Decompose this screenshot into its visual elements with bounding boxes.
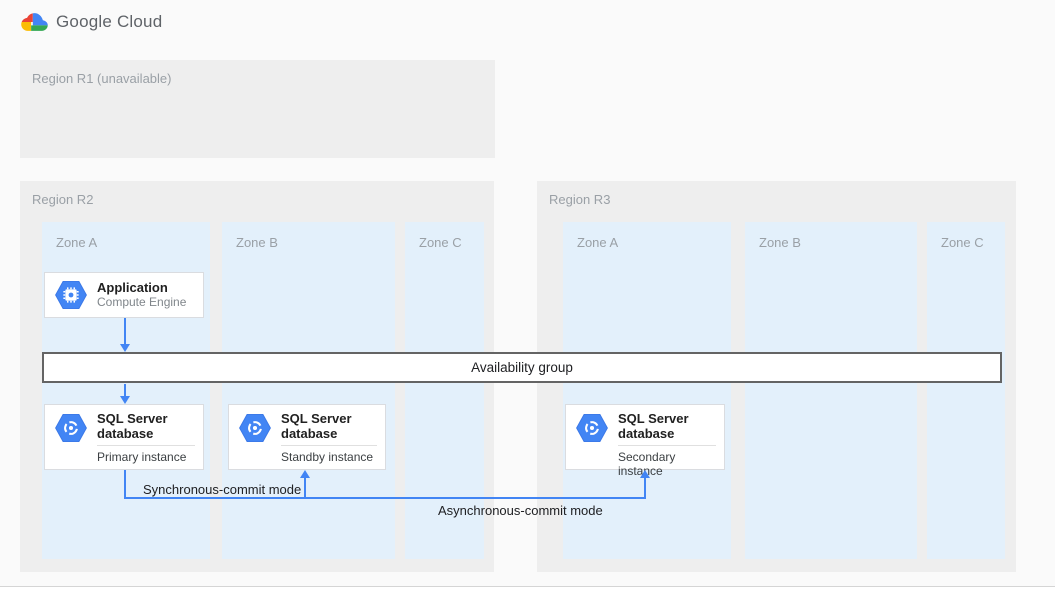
page-bottom-strip [0,587,1055,589]
region-r1-label: Region R1 (unavailable) [32,71,172,86]
arrowhead-up-icon [300,470,310,478]
async-commit-label: Asynchronous-commit mode [438,503,603,518]
sql-instance-label: Secondary instance [618,450,676,478]
card-divider [97,445,195,446]
region-r2-zone-b: Zone B [222,222,395,559]
region-r2-label: Region R2 [32,192,94,207]
sql-primary-card: SQL Server database Primary instance [44,404,204,470]
application-subtitle: Compute Engine [97,295,187,309]
arrowhead-down-icon [120,344,130,352]
logo-wordmark: Google Cloud [56,12,163,31]
connector-secondary-rise [644,477,646,498]
availability-group-label: Availability group [471,360,573,375]
google-cloud-logo: Google Cloud [21,11,162,33]
arrowhead-down-icon [120,396,130,404]
google-cloud-logo-icon [21,11,48,33]
sql-card-title: SQL Server database [97,411,168,441]
region-r3-zone-a: Zone A [563,222,731,559]
connector-primary-drop [124,470,126,499]
application-card: Application Compute Engine [44,272,204,318]
zone-label: Zone A [56,235,98,250]
sql-card-title: SQL Server database [618,411,689,441]
sql-standby-card: SQL Server database Standby instance [228,404,386,470]
connector-standby-rise [304,477,306,498]
sql-instance-label: Standby instance [281,450,374,464]
region-r1: Region R1 (unavailable) [20,60,495,158]
sql-database-icon [229,414,281,442]
sql-card-title: SQL Server database [281,411,352,441]
card-divider [618,445,716,446]
card-divider [281,445,377,446]
compute-engine-icon [45,281,97,309]
region-r3-label: Region R3 [549,192,611,207]
zone-label: Zone B [759,235,801,250]
arrowhead-up-icon [640,470,650,478]
sql-database-icon [45,414,97,442]
arrow-group-to-primary [124,384,126,396]
zone-label: Zone C [419,235,462,250]
zone-label: Zone A [577,235,619,250]
availability-group-bar: Availability group [42,352,1002,383]
application-title: Application [97,280,168,295]
zone-label: Zone B [236,235,278,250]
region-r3-zone-c: Zone C [927,222,1005,559]
page-bottom-border [0,586,1055,587]
region-r2-zone-c: Zone C [405,222,484,559]
sql-instance-label: Primary instance [97,450,187,464]
region-r3-zone-b: Zone B [745,222,917,559]
connector-horizontal [124,497,646,499]
arrow-app-to-group [124,318,126,345]
sql-database-icon [566,414,618,442]
zone-label: Zone C [941,235,984,250]
sync-commit-label: Synchronous-commit mode [143,482,302,497]
sql-secondary-card: SQL Server database Secondary instance [565,404,725,478]
